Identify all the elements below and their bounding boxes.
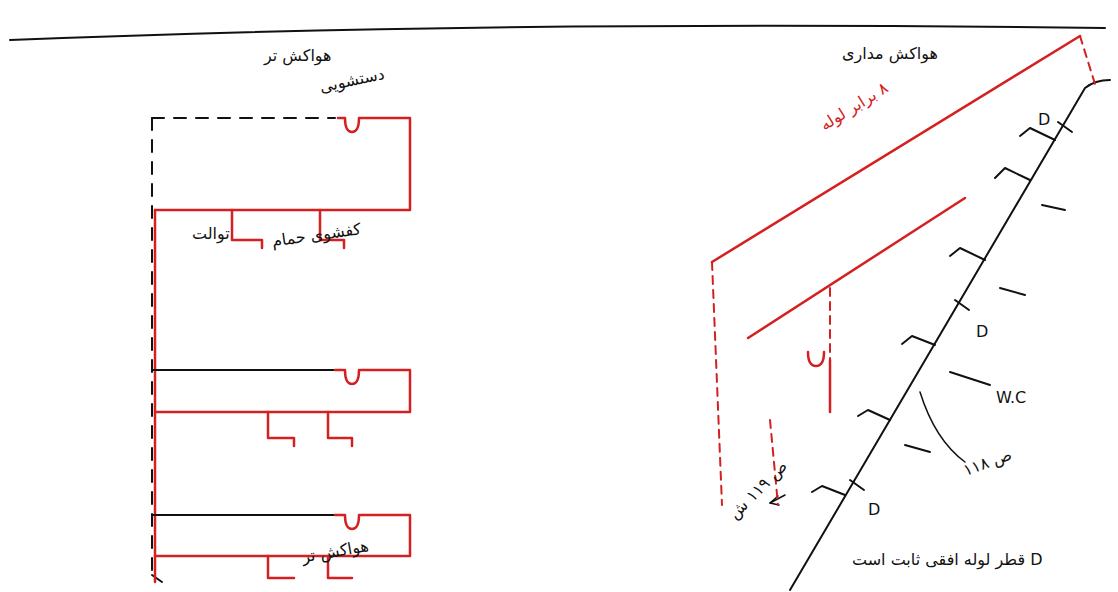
vent-label: هواکش تر xyxy=(262,46,334,65)
fixture-label: دستشویی xyxy=(316,64,388,97)
fixture-label: کفشوی حمام xyxy=(269,219,365,251)
diameter-mark: D xyxy=(974,322,990,341)
fixture-label: W.C xyxy=(994,388,1028,407)
vent-label: هواکش تر xyxy=(298,536,372,567)
vent-label: هواکش مداری xyxy=(840,44,940,63)
dimension-label: ۸ برابر لوله xyxy=(815,77,893,136)
note-text: D قطر لوله افقی ثابت است xyxy=(850,550,1045,569)
diameter-mark: D xyxy=(1036,110,1052,129)
page-reference: ص ۱۱۸ xyxy=(959,444,1017,481)
diameter-mark: D xyxy=(866,500,882,519)
page-reference: ص ۱۱۹ ش xyxy=(723,455,792,524)
fixture-label: توالت xyxy=(190,224,232,243)
